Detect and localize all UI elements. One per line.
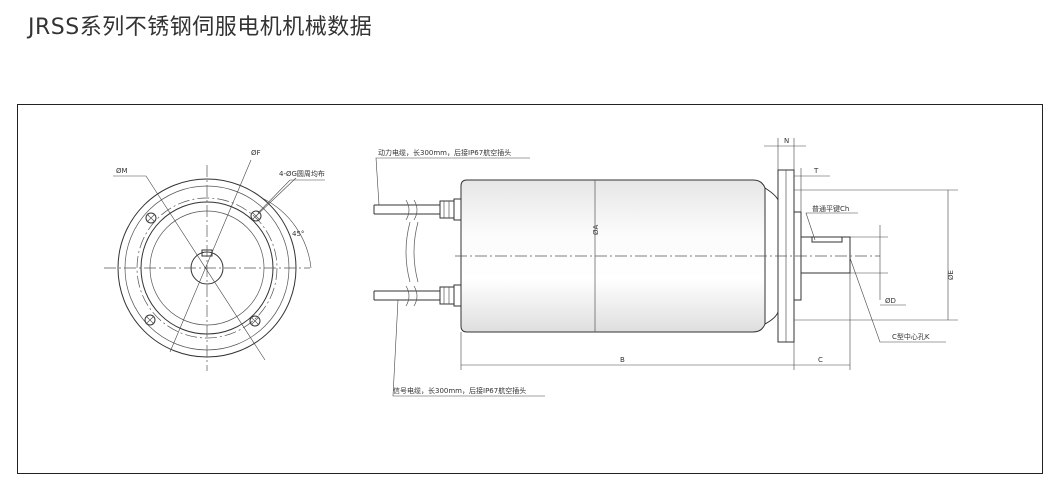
- angle-ray: [255, 177, 297, 217]
- signal-cable: [373, 285, 440, 307]
- dim-t-label: T: [813, 167, 819, 175]
- dim-b-label: B: [620, 356, 625, 364]
- cable-gland: [439, 198, 462, 221]
- cable-gland: [439, 284, 462, 307]
- angle-label: 45°: [292, 230, 304, 238]
- dia-m-leader: [113, 175, 266, 361]
- side-view: N T 普通平键Ch ØE ØD ØA B C C型中心孔K 动力电: [373, 137, 958, 397]
- signal-cable-label: 信号电缆，长300mm，后接IP67航空插头: [393, 386, 526, 395]
- cable-break-lines: [405, 221, 419, 283]
- dia-e-label: ØE: [947, 270, 955, 280]
- bolt-hole: [249, 315, 261, 327]
- key-label: 普通平键Ch: [812, 204, 849, 213]
- bolt-pcd-circle: [136, 197, 278, 339]
- dia-d-label: ØD: [885, 297, 896, 305]
- dia-m-label: ØM: [116, 167, 128, 175]
- bolt-hole: [144, 314, 156, 326]
- dia-f-leader: [169, 159, 252, 353]
- page-title: JRSS系列不锈钢伺服电机机械数据: [28, 15, 373, 40]
- dim-c-label: C: [818, 356, 823, 364]
- drawing-frame: [17, 104, 1043, 474]
- power-cable: [373, 199, 440, 221]
- center-hole-leader: [849, 257, 946, 343]
- signal-cable-leader: [392, 299, 545, 397]
- power-cable-leader: [375, 157, 530, 206]
- center-hole-label: C型中心孔K: [892, 332, 930, 341]
- front-view: ØM ØF 4-ØG圆周均布 45°: [104, 149, 325, 371]
- key-leader: [805, 212, 858, 241]
- holes-leader: [257, 179, 325, 214]
- dia-a-label: ØA: [592, 224, 600, 235]
- bolt-hole: [145, 212, 157, 224]
- dim-n-label: N: [784, 137, 789, 145]
- dia-f-label: ØF: [251, 149, 261, 157]
- holes-label: 4-ØG圆周均布: [279, 169, 325, 178]
- motor-body: [460, 179, 766, 333]
- angle-arc: [261, 197, 312, 269]
- power-cable-label: 动力电缆，长300mm，后接IP67航空插头: [378, 148, 511, 157]
- key: [811, 236, 843, 243]
